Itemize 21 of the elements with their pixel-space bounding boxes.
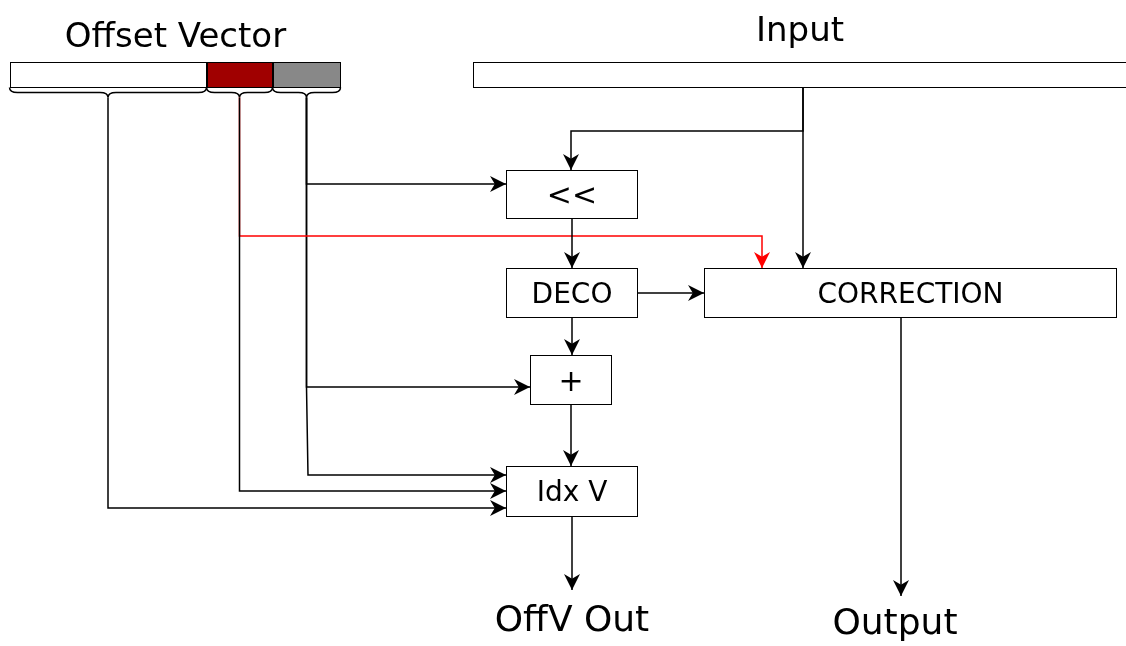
arrow — [564, 218, 580, 269]
bar-segment — [272, 61, 341, 88]
process-box: Idx V — [506, 466, 638, 517]
arrow — [564, 317, 580, 356]
arrow — [795, 87, 811, 269]
arrow — [893, 317, 909, 597]
bar-segment — [206, 61, 273, 88]
arrow — [107, 96, 507, 516]
output-label: OffV Out — [482, 590, 662, 646]
arrow — [563, 404, 579, 467]
output-label: Output — [820, 596, 970, 646]
process-box: << — [506, 170, 638, 219]
bar-heading: Offset Vector — [63, 15, 288, 55]
arrow — [564, 516, 580, 591]
process-box: DECO — [506, 268, 638, 318]
arrow — [637, 285, 705, 301]
bar-heading: Input — [754, 9, 845, 49]
process-box: + — [530, 355, 612, 405]
process-box: CORRECTION — [704, 268, 1117, 318]
arrow — [305, 96, 507, 483]
arrow — [238, 96, 507, 499]
